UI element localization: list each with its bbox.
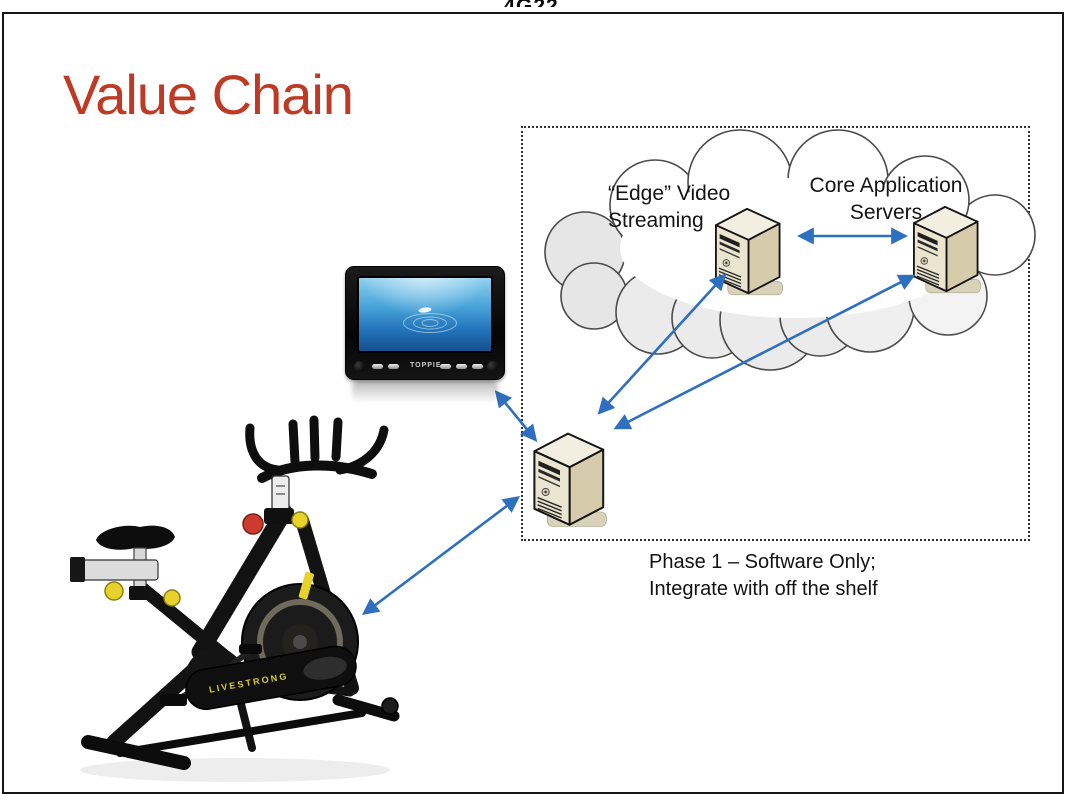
edge-label-line2: Streaming	[608, 209, 704, 232]
monitor-button	[456, 364, 467, 369]
monitor-screen	[357, 276, 493, 353]
phase-note-line1: Phase 1 – Software Only;	[649, 551, 876, 573]
monitor-brand-label: TOPPIE	[410, 362, 442, 369]
lcd-monitor: TOPPIE	[345, 266, 505, 380]
bezel-screw-left	[354, 361, 365, 372]
monitor-bezel: TOPPIE	[346, 358, 504, 376]
phase-note-line2: Integrate with off the shelf	[649, 578, 878, 600]
monitor-button	[440, 364, 451, 369]
monitor-button	[472, 364, 483, 369]
edge-streaming-label: “Edge” Video Streaming	[608, 180, 730, 234]
water-ripple	[403, 313, 458, 334]
core-servers-label: Core Application Servers	[800, 172, 972, 226]
monitor-button	[372, 364, 383, 369]
clipped-text-fragment: 4G22	[499, 0, 563, 7]
edge-label-line1: “Edge” Video	[608, 182, 731, 205]
core-label-line1: Core Application	[809, 174, 963, 197]
monitor-reflection	[352, 379, 498, 403]
core-label-line2: Servers	[849, 201, 923, 224]
phase-note: Phase 1 – Software Only; Integrate with …	[649, 549, 878, 603]
phase1-dotted-boundary	[521, 126, 1030, 541]
page-title: Value Chain	[63, 63, 354, 126]
clipped-text: 4G22	[503, 0, 558, 7]
monitor-button	[388, 364, 399, 369]
bezel-screw-right	[487, 361, 498, 372]
